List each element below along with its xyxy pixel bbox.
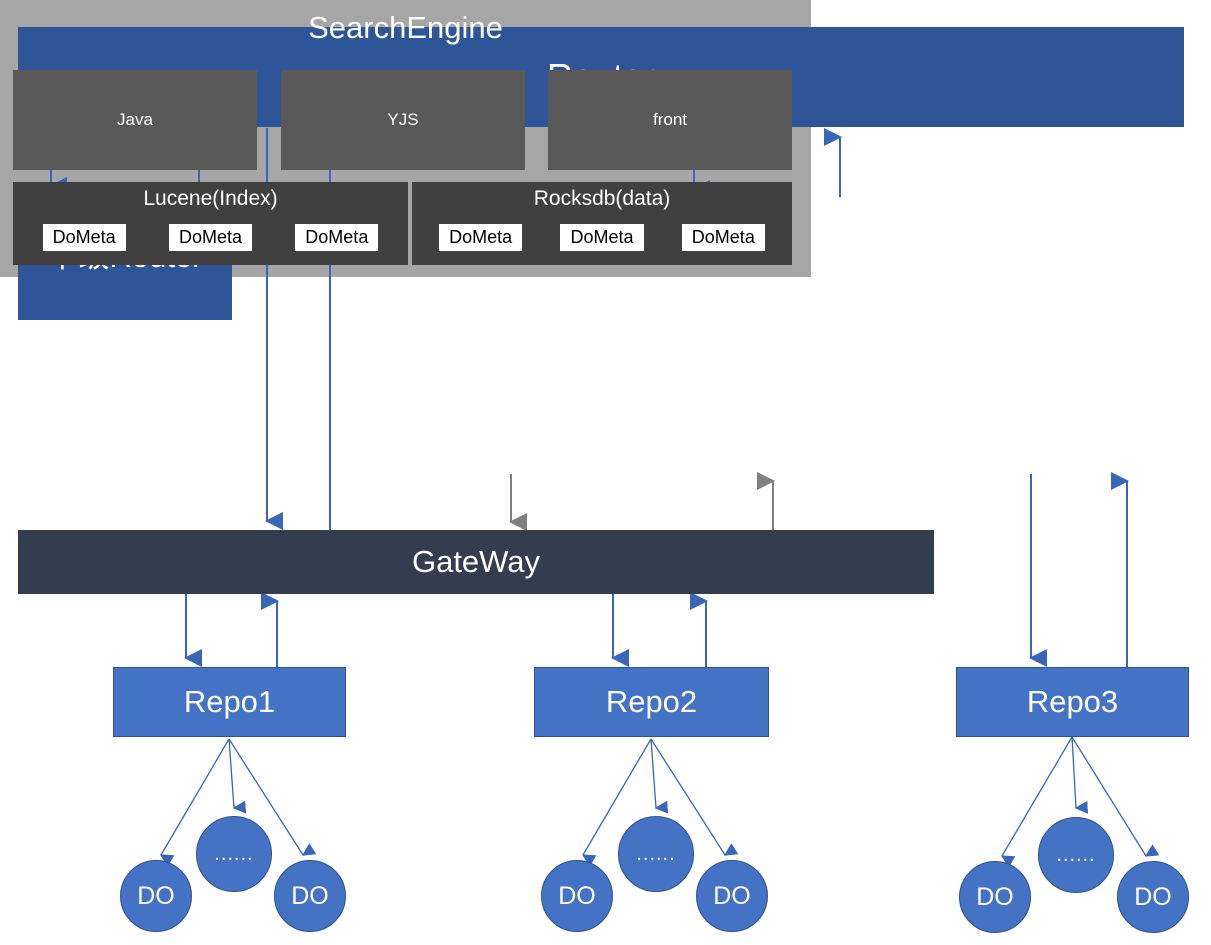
dometa-chip[interactable]: DoMeta bbox=[42, 224, 126, 251]
dometa-chip[interactable]: DoMeta bbox=[439, 224, 523, 251]
repo-label: Repo1 bbox=[183, 684, 276, 719]
module-label: Java bbox=[117, 110, 153, 129]
edge-repo1-to-do-mid bbox=[228, 738, 247, 814]
do-node[interactable]: DO bbox=[959, 861, 1031, 933]
do-label: DO bbox=[1134, 882, 1172, 911]
repo-node-2[interactable]: Repo2 bbox=[534, 667, 769, 737]
search-engine-title: SearchEngine bbox=[308, 10, 503, 45]
store-title: Lucene(Index) bbox=[143, 187, 278, 210]
do-ellipsis-label: ...... bbox=[214, 842, 254, 865]
gateway-label: GateWay bbox=[411, 543, 541, 579]
do-node[interactable]: DO bbox=[541, 860, 613, 932]
store-chip-row: DoMeta DoMeta DoMeta bbox=[13, 224, 408, 251]
store-rocksdb-data[interactable]: Rocksdb(data) DoMeta DoMeta DoMeta bbox=[412, 182, 792, 265]
do-ellipsis-label: ...... bbox=[1056, 843, 1096, 866]
store-title: Rocksdb(data) bbox=[533, 187, 671, 210]
module-label: front bbox=[652, 110, 688, 129]
dometa-chip[interactable]: DoMeta bbox=[560, 224, 644, 251]
repo-node-3[interactable]: Repo3 bbox=[956, 667, 1189, 737]
module-label: YJS bbox=[387, 110, 419, 129]
repo-label: Repo3 bbox=[1026, 684, 1119, 719]
do-label: DO bbox=[137, 881, 175, 910]
do-ellipsis-node[interactable]: ...... bbox=[1038, 817, 1114, 893]
do-node[interactable]: DO bbox=[120, 860, 192, 932]
do-node[interactable]: DO bbox=[274, 860, 346, 932]
do-node[interactable]: DO bbox=[1117, 861, 1189, 933]
search-engine-module-front[interactable]: front bbox=[548, 70, 792, 170]
dometa-chip[interactable]: DoMeta bbox=[295, 224, 379, 251]
do-node[interactable]: DO bbox=[696, 860, 768, 932]
edge-repo2-to-do-mid bbox=[650, 738, 669, 814]
do-ellipsis-node[interactable]: ...... bbox=[196, 816, 272, 892]
repo-label: Repo2 bbox=[605, 684, 698, 719]
do-label: DO bbox=[291, 881, 329, 910]
store-lucene-index[interactable]: Lucene(Index) DoMeta DoMeta DoMeta bbox=[13, 182, 408, 265]
dometa-chip[interactable]: DoMeta bbox=[681, 224, 765, 251]
do-label: DO bbox=[558, 881, 596, 910]
repo-node-1[interactable]: Repo1 bbox=[113, 667, 346, 737]
gateway-node[interactable]: GateWay bbox=[18, 530, 934, 594]
search-engine-group[interactable]: SearchEngine Java YJS front Lucene(Index… bbox=[0, 0, 811, 277]
dometa-chip[interactable]: DoMeta bbox=[168, 224, 252, 251]
do-ellipsis-label: ...... bbox=[636, 842, 676, 865]
store-chip-row: DoMeta DoMeta DoMeta bbox=[412, 224, 792, 251]
do-ellipsis-node[interactable]: ...... bbox=[618, 816, 694, 892]
search-engine-module-yjs[interactable]: YJS bbox=[281, 70, 525, 170]
do-label: DO bbox=[976, 882, 1014, 911]
edge-repo3-to-do-mid bbox=[1071, 736, 1089, 814]
do-label: DO bbox=[713, 881, 751, 910]
search-engine-module-java[interactable]: Java bbox=[13, 70, 257, 170]
